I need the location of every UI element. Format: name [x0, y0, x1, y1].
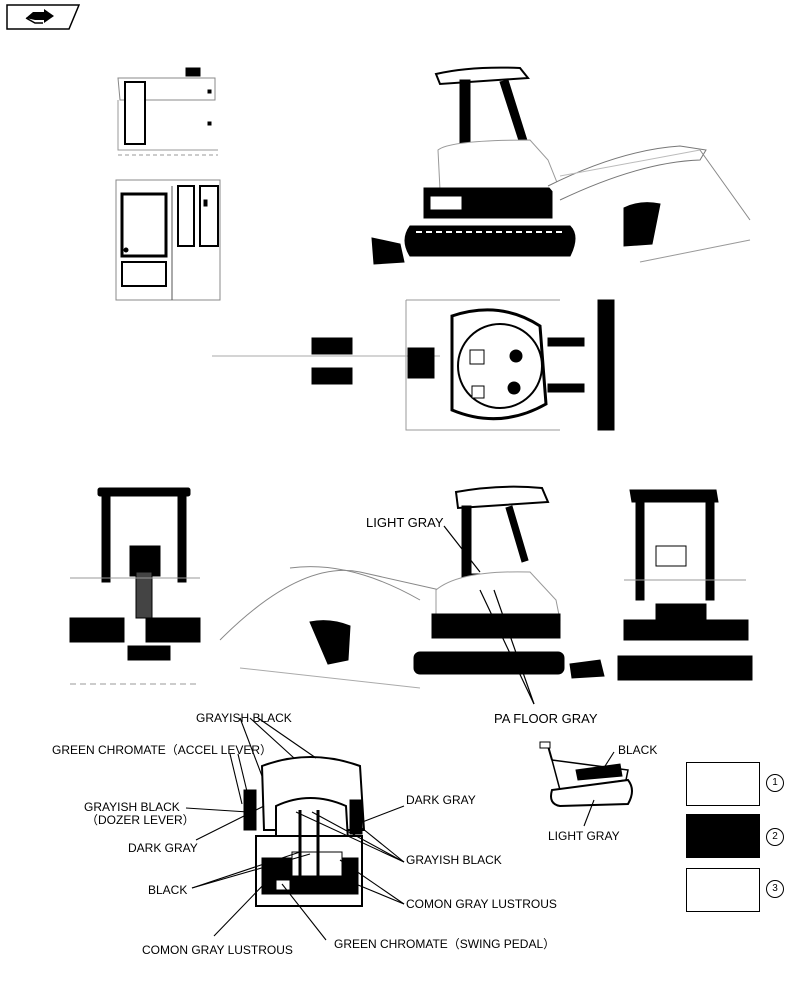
label-dark-gray-right: DARK GRAY	[406, 793, 476, 807]
legend-swatch-2	[686, 814, 760, 858]
excavator-side-view-2	[413, 485, 605, 679]
excavator-top-view	[212, 299, 615, 431]
label-pa-floor-gray: PA FLOOR GRAY	[494, 711, 598, 726]
legend-swatch-3	[686, 868, 760, 912]
legend-number-1: 1	[766, 774, 784, 792]
legend-swatch-1	[686, 762, 760, 806]
label-grayish-black-top: GRAYISH BLACK	[196, 711, 292, 725]
label-grayish-black-dozer: GRAYISH BLACK	[84, 800, 180, 814]
lever-detail	[539, 741, 633, 827]
arrow-icon	[6, 4, 81, 30]
excavator-arm-view	[219, 566, 441, 689]
label-black-left: BLACK	[148, 883, 188, 897]
label-green-chromate-accel: GREEN CHROMATE（ACCEL LEVER）	[52, 743, 273, 757]
label-green-chromate-swing: GREEN CHROMATE（SWING PEDAL）	[334, 937, 556, 951]
operator-station-detail	[243, 756, 366, 907]
excavator-rear-view	[617, 489, 753, 681]
label-grayish-black-right: GRAYISH BLACK	[406, 853, 502, 867]
label-comon-gray-left: COMON GRAY LUSTROUS	[142, 943, 293, 957]
legend-number-2: 2	[766, 828, 784, 846]
label-dark-gray-left: DARK GRAY	[128, 841, 198, 855]
leader-lines-operator	[185, 717, 405, 941]
nav-arrow-button[interactable]	[6, 4, 81, 30]
legend-number-3: 3	[766, 880, 784, 898]
label-light-gray: LIGHT GRAY	[366, 515, 444, 530]
excavator-front-view	[69, 487, 201, 685]
label-dozer-lever: （DOZER LEVER）	[86, 813, 195, 827]
cab-view-top	[117, 67, 218, 156]
label-comon-gray-right: COMON GRAY LUSTROUS	[406, 897, 557, 911]
cab-view-front	[115, 179, 221, 301]
label-light-gray-lever: LIGHT GRAY	[548, 829, 620, 843]
label-black-lever: BLACK	[618, 743, 658, 757]
leader-lines-top	[443, 525, 535, 705]
excavator-side-view	[371, 66, 751, 265]
